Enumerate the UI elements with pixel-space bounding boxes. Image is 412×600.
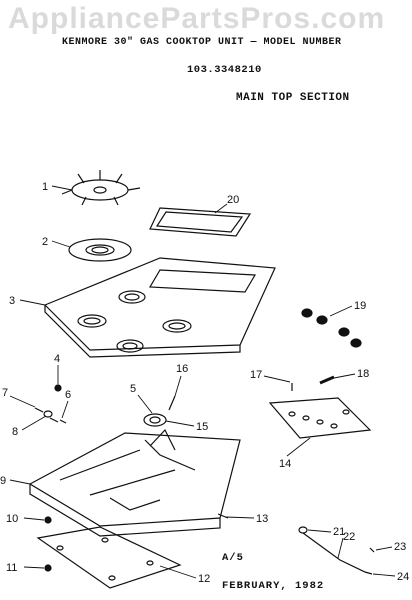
- callout-13: 13: [256, 513, 268, 525]
- callout-8: 8: [12, 426, 18, 438]
- callout-21: 21: [333, 526, 345, 538]
- part-control-knobs: [301, 308, 362, 348]
- callout-17: 17: [250, 369, 262, 381]
- section-title: MAIN TOP SECTION: [236, 92, 350, 104]
- callout-22: 22: [343, 531, 355, 543]
- part-burner-box: [28, 428, 241, 537]
- callout-10: 10: [6, 513, 18, 525]
- callout-11: 11: [6, 562, 17, 574]
- part-manifold-bracket: [268, 397, 372, 439]
- callout-6: 6: [65, 389, 71, 401]
- publication-date: FEBRUARY, 1982: [222, 580, 325, 592]
- part-main-top: [43, 257, 276, 358]
- callout-9: 9: [0, 475, 6, 487]
- part-top-panel: [149, 207, 252, 237]
- callout-18: 18: [357, 368, 369, 380]
- part-burner-ring: [68, 238, 132, 262]
- callout-19: 19: [354, 300, 366, 312]
- callout-4: 4: [54, 353, 60, 365]
- callout-23: 23: [394, 541, 406, 553]
- callout-16: 16: [176, 363, 188, 375]
- callout-12: 12: [198, 573, 210, 585]
- diagram-title: KENMORE 30" GAS COOKTOP UNIT — MODEL NUM…: [62, 37, 342, 48]
- callout-2: 2: [42, 236, 48, 248]
- callout-14: 14: [279, 458, 291, 470]
- callout-labels: 1 2 3 4 5 6 7 8 9 10 11 12 13 14 15 16 1…: [0, 181, 409, 585]
- part-burner-head: [61, 170, 141, 206]
- callout-3: 3: [9, 295, 15, 307]
- callout-20: 20: [227, 194, 239, 206]
- callout-15: 15: [196, 421, 208, 433]
- part-igniter-lead: [298, 526, 375, 575]
- callout-24: 24: [397, 571, 409, 583]
- model-number: 103.3348210: [187, 64, 262, 76]
- callout-7: 7: [2, 387, 8, 399]
- callout-1: 1: [42, 181, 48, 193]
- watermark-logo: AppliancePartsPros.com: [8, 2, 386, 35]
- part-bottom-plate: [36, 526, 182, 589]
- callout-5: 5: [130, 383, 136, 395]
- page-reference: A/5: [222, 552, 244, 564]
